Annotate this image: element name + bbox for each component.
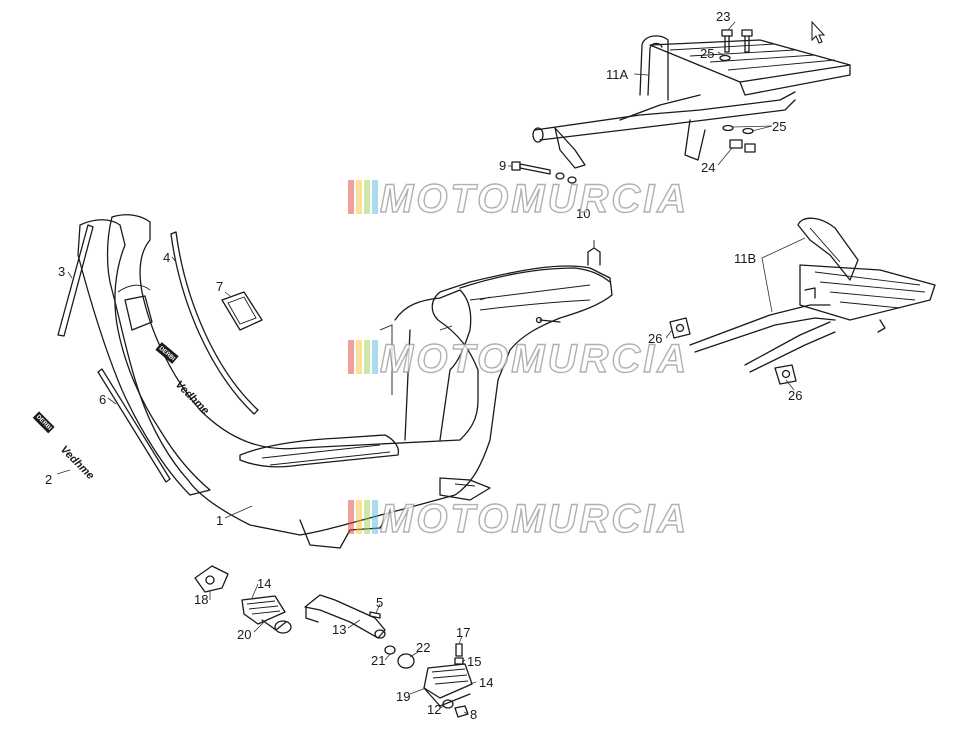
fasteners-23-25-24 — [719, 29, 756, 153]
callout-14-left: 14 — [257, 576, 271, 591]
callout-18: 18 — [194, 592, 208, 607]
callout-13: 13 — [332, 622, 346, 637]
watermark-top: MOTOMURCIA — [348, 176, 689, 222]
trim-strip-6 — [97, 368, 171, 483]
bolt-9-washer-10 — [511, 161, 577, 184]
callout-26-right: 26 — [788, 388, 802, 403]
rear-carrier-11a — [532, 35, 851, 169]
trim-strip-4 — [170, 231, 259, 415]
callout-22: 22 — [416, 640, 430, 655]
frame-floor-panel — [77, 214, 613, 549]
footpeg-arm-13 — [304, 594, 386, 639]
screw-5 — [369, 611, 381, 619]
callout-3: 3 — [58, 264, 65, 279]
decal-model-script: Vedhme — [58, 444, 96, 482]
footpeg-14-20-left — [241, 595, 292, 634]
watermark-middle: MOTOMURCIA — [348, 336, 689, 382]
callout-17: 17 — [456, 625, 470, 640]
trim-strip-3 — [57, 224, 94, 337]
callout-9: 9 — [499, 158, 506, 173]
watermark-text-top: MOTOMURCIA — [380, 177, 689, 221]
watermark-bottom: MOTOMURCIA — [348, 496, 689, 542]
arrow-cursor-icon — [811, 20, 826, 44]
callout-11a: 11A — [606, 67, 628, 82]
callout-7: 7 — [216, 279, 223, 294]
footpeg-14-19-right — [423, 663, 473, 707]
small-fasteners-21-22-15-17-12-8 — [384, 643, 469, 718]
callout-23: 23 — [716, 9, 730, 24]
callout-10: 10 — [576, 206, 590, 221]
frame-decals: DERBI Vedhme — [155, 342, 211, 417]
callout-24: 24 — [701, 160, 715, 175]
callout-11b: 11B — [734, 251, 756, 266]
callout-25-top: 25 — [700, 46, 714, 61]
callout-21: 21 — [371, 653, 385, 668]
callout-12: 12 — [427, 702, 441, 717]
callout-4: 4 — [163, 250, 170, 265]
callout-15: 15 — [467, 654, 481, 669]
leader-lines — [56, 21, 806, 715]
watermark-text-bottom: MOTOMURCIA — [380, 497, 689, 541]
callout-8: 8 — [470, 707, 477, 722]
callout-1: 1 — [216, 513, 223, 528]
callout-5: 5 — [376, 595, 383, 610]
callout-20: 20 — [237, 627, 251, 642]
rear-carrier-11b — [689, 217, 936, 373]
callout-14-right: 14 — [479, 675, 493, 690]
callout-6: 6 — [99, 392, 106, 407]
callout-labels: 1 2 3 4 5 6 7 8 9 10 11A 11B 12 13 14 14… — [45, 9, 802, 722]
bracket-18 — [194, 565, 229, 593]
watermark-text-middle: MOTOMURCIA — [380, 337, 689, 381]
plug-part-7 — [221, 291, 263, 331]
rubber-mount-26 — [669, 317, 797, 385]
callout-26-left: 26 — [648, 331, 662, 346]
frame-model-script: Vedhme — [173, 379, 211, 417]
callout-2: 2 — [45, 472, 52, 487]
callout-19: 19 — [396, 689, 410, 704]
callout-25-right: 25 — [772, 119, 786, 134]
